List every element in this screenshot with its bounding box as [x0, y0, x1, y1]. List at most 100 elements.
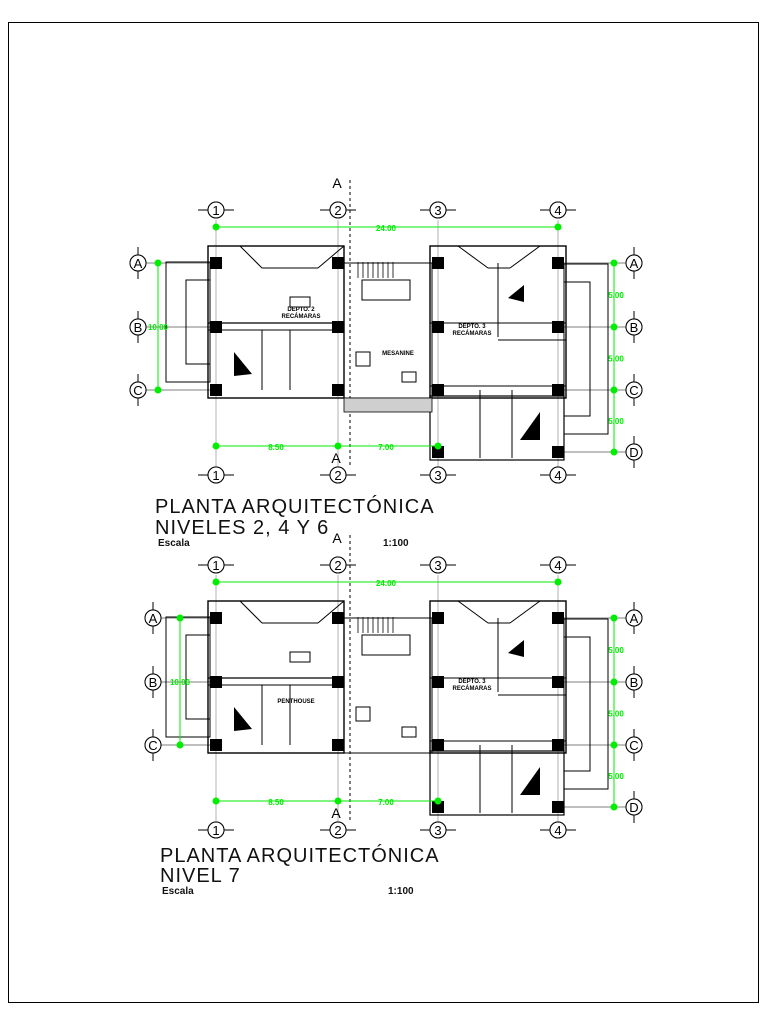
- table-furniture: [289, 651, 311, 663]
- dimension-dot: [610, 803, 618, 811]
- axis-bubble-label: A: [134, 256, 143, 271]
- dimension-text-height: 10.00: [148, 323, 169, 332]
- axis-bubble-label: 1: [212, 468, 219, 483]
- stair: [357, 617, 411, 656]
- axis-bubble-ring: [549, 466, 567, 484]
- section-mark-top: A: [332, 175, 342, 191]
- row-axis-bubble-left: C: [144, 729, 162, 761]
- column-axis-bubble-bottom: 3: [420, 466, 456, 484]
- axis-bubble-label: C: [629, 383, 638, 398]
- dimension-dot: [154, 386, 162, 394]
- plan-1-scale-value: 1:100: [383, 538, 409, 549]
- right-balcony: [563, 618, 609, 790]
- dimension-text-right-segment: 5.00: [608, 291, 624, 300]
- dimension-dot: [334, 797, 342, 805]
- column-axis-bubble-top: 1: [198, 201, 234, 219]
- plan-2-scale-value: 1:100: [388, 886, 414, 897]
- axis-bubble-label: 1: [212, 823, 219, 838]
- table-furniture: [355, 351, 371, 367]
- column-axis-bubble-top: 4: [540, 556, 576, 574]
- section-mark-top: A: [332, 530, 342, 546]
- column-axis-bubble-bottom: 1: [198, 466, 234, 484]
- roof-edge: [457, 600, 489, 624]
- dimension-dot: [212, 223, 220, 231]
- axis-bubble-label: 4: [554, 823, 561, 838]
- dimension-dot: [212, 442, 220, 450]
- dimension-dot: [610, 259, 618, 267]
- axis-bubble-ring: [549, 201, 567, 219]
- dimension-text-right-segment: 5.00: [608, 772, 624, 781]
- row-axis-bubble-left: B: [144, 666, 162, 698]
- dimension-text-height: 10.00: [170, 678, 191, 687]
- row-axis-bubble-left: A: [129, 247, 147, 279]
- dimension-dot: [610, 678, 618, 686]
- dimension-text-left-bay: 8.50: [268, 443, 284, 452]
- row-axis-bubble-right: B: [625, 311, 643, 343]
- row-axis-bubble-right: C: [625, 729, 643, 761]
- axis-bubble-label: C: [629, 738, 638, 753]
- axis-bubble-ring: [549, 821, 567, 839]
- roof-edge: [239, 245, 263, 269]
- section-mark-bottom: A: [331, 805, 341, 821]
- plan-2-title-line1: PLANTA ARQUITECTÓNICA: [160, 845, 440, 867]
- row-axis-bubble-left: C: [129, 374, 147, 406]
- dimension-dot: [212, 797, 220, 805]
- column-axis-bubble-bottom: 2: [320, 821, 356, 839]
- column-axis-bubble-bottom: 2: [320, 466, 356, 484]
- axis-bubble-label: 1: [212, 558, 219, 573]
- bed-furniture: [520, 412, 540, 440]
- axis-bubble-label: A: [630, 611, 639, 626]
- row-axis-bubble-left: A: [144, 602, 162, 634]
- stair: [357, 262, 411, 301]
- sheet-border: [8, 22, 759, 1003]
- roof-edge: [317, 600, 345, 624]
- dimension-dot: [610, 448, 618, 456]
- table-furniture: [401, 371, 417, 383]
- right-balcony: [563, 263, 609, 435]
- row-axis-bubble-left: B: [129, 311, 147, 343]
- dimension-dot: [334, 442, 342, 450]
- left-balcony-inner: [185, 279, 211, 365]
- roof-edge: [509, 600, 541, 624]
- dimension-dot: [554, 223, 562, 231]
- plan-1-title-line1: PLANTA ARQUITECTÓNICA: [155, 496, 435, 518]
- axis-bubble-label: D: [629, 445, 638, 460]
- terrace-hatch: [343, 397, 433, 413]
- plan-1-scale-label: Escala: [158, 538, 190, 549]
- dimension-dot: [610, 323, 618, 331]
- roof-edge: [317, 245, 345, 269]
- dimension-dot: [554, 578, 562, 586]
- bed-furniture: [234, 707, 252, 731]
- right-lower-block: [429, 750, 565, 816]
- right-wing-outline: [429, 600, 567, 754]
- axis-bubble-label: 2: [334, 468, 341, 483]
- row-axis-bubble-right: D: [625, 436, 643, 468]
- dimension-text-right-segment: 5.00: [608, 646, 624, 655]
- column-axis-bubble-bottom: 3: [420, 821, 456, 839]
- section-mark-bottom: A: [331, 450, 341, 466]
- axis-bubble-label: A: [149, 611, 158, 626]
- dimension-text-right-segment: 5.00: [608, 355, 624, 364]
- roof-edge: [509, 245, 541, 269]
- stair-landing: [361, 279, 411, 301]
- room-label-center: MESANINE: [382, 351, 414, 357]
- dimension-text-right-segment: 5.00: [608, 417, 624, 426]
- axis-bubble-label: 2: [334, 203, 341, 218]
- axis-bubble-label: B: [630, 675, 639, 690]
- dimension-text-total: 24.00: [376, 224, 397, 233]
- axis-bubble-label: C: [133, 383, 142, 398]
- right-balcony-inner: [563, 281, 591, 417]
- column-axis-bubble-top: 2: [320, 201, 356, 219]
- axis-bubble-ring: [329, 556, 347, 574]
- axis-bubble-ring: [207, 466, 225, 484]
- bed-furniture: [234, 352, 252, 376]
- dimension-dot: [610, 741, 618, 749]
- dimension-text-left-bay: 8.50: [268, 798, 284, 807]
- axis-bubble-ring: [429, 821, 447, 839]
- row-axis-bubble-right: A: [625, 247, 643, 279]
- bed-furniture: [508, 640, 524, 657]
